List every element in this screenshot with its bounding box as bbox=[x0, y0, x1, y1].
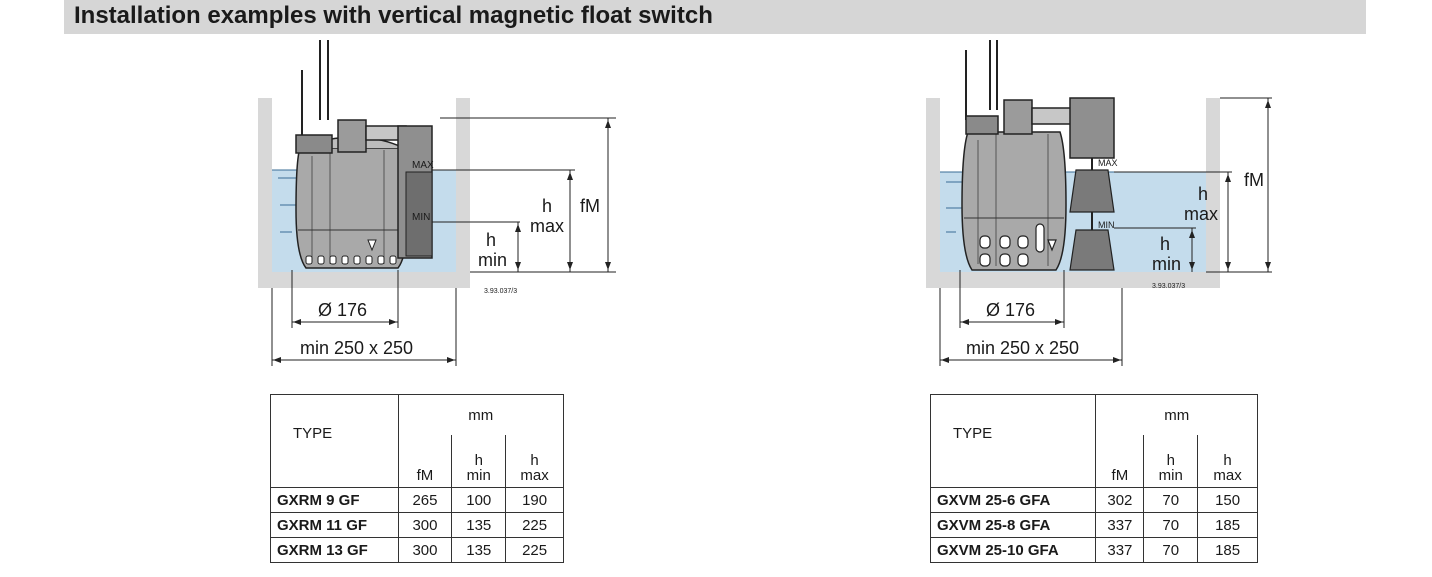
h-max-label-1: h bbox=[1198, 184, 1208, 204]
pit-wall-right bbox=[1206, 98, 1220, 288]
type-header: TYPE bbox=[929, 394, 1097, 488]
fm-label: fM bbox=[580, 196, 600, 216]
drawing-ref: 3.93.037/3 bbox=[1152, 283, 1185, 290]
pit-size-label: min 250 x 250 bbox=[966, 338, 1079, 358]
float-lower bbox=[1069, 229, 1115, 271]
fm-header: fM bbox=[1095, 435, 1145, 488]
h-max-label-2: max bbox=[530, 216, 564, 236]
pit-floor bbox=[926, 272, 1220, 288]
drawing-ref: 3.93.037/3 bbox=[484, 288, 517, 295]
fm-header: fM bbox=[397, 435, 453, 488]
installation-diagram-gxvm: MAX MIN h max h min fM 3.93.037/3 Ø 176 … bbox=[926, 40, 1272, 366]
max-mark: MAX bbox=[1098, 158, 1118, 168]
fm-label: fM bbox=[1244, 170, 1264, 190]
pit-floor bbox=[258, 272, 470, 288]
h-max-label-2: max bbox=[1184, 204, 1218, 224]
pit-size-label: min 250 x 250 bbox=[300, 338, 413, 358]
diameter-label: Ø 176 bbox=[318, 300, 367, 320]
h-min-label-2: min bbox=[478, 250, 507, 270]
min-mark: MIN bbox=[412, 212, 430, 223]
pit-wall-right bbox=[456, 98, 470, 288]
max-mark: MAX bbox=[412, 160, 434, 171]
h-min-label-2: min bbox=[1152, 254, 1181, 274]
h-min-label-1: h bbox=[1160, 234, 1170, 254]
unit-header: mm bbox=[1095, 394, 1258, 435]
installation-diagram-gxrm: MAX MIN h max h min fM 3.93.037/3 Ø 176 … bbox=[258, 40, 616, 366]
diameter-label: Ø 176 bbox=[986, 300, 1035, 320]
pit-wall-left bbox=[258, 98, 272, 288]
float-upper bbox=[1069, 169, 1115, 213]
page-title: Installation examples with vertical magn… bbox=[74, 2, 713, 29]
pit-wall-left bbox=[926, 98, 940, 288]
float-switch-housing bbox=[1069, 97, 1115, 159]
h-max-label-1: h bbox=[542, 196, 552, 216]
type-header: TYPE bbox=[270, 394, 399, 488]
min-mark: MIN bbox=[1098, 220, 1115, 230]
h-min-label-1: h bbox=[486, 230, 496, 250]
section-title-bar: Installation examples with vertical magn… bbox=[64, 0, 1366, 34]
unit-header: mm bbox=[397, 394, 565, 435]
